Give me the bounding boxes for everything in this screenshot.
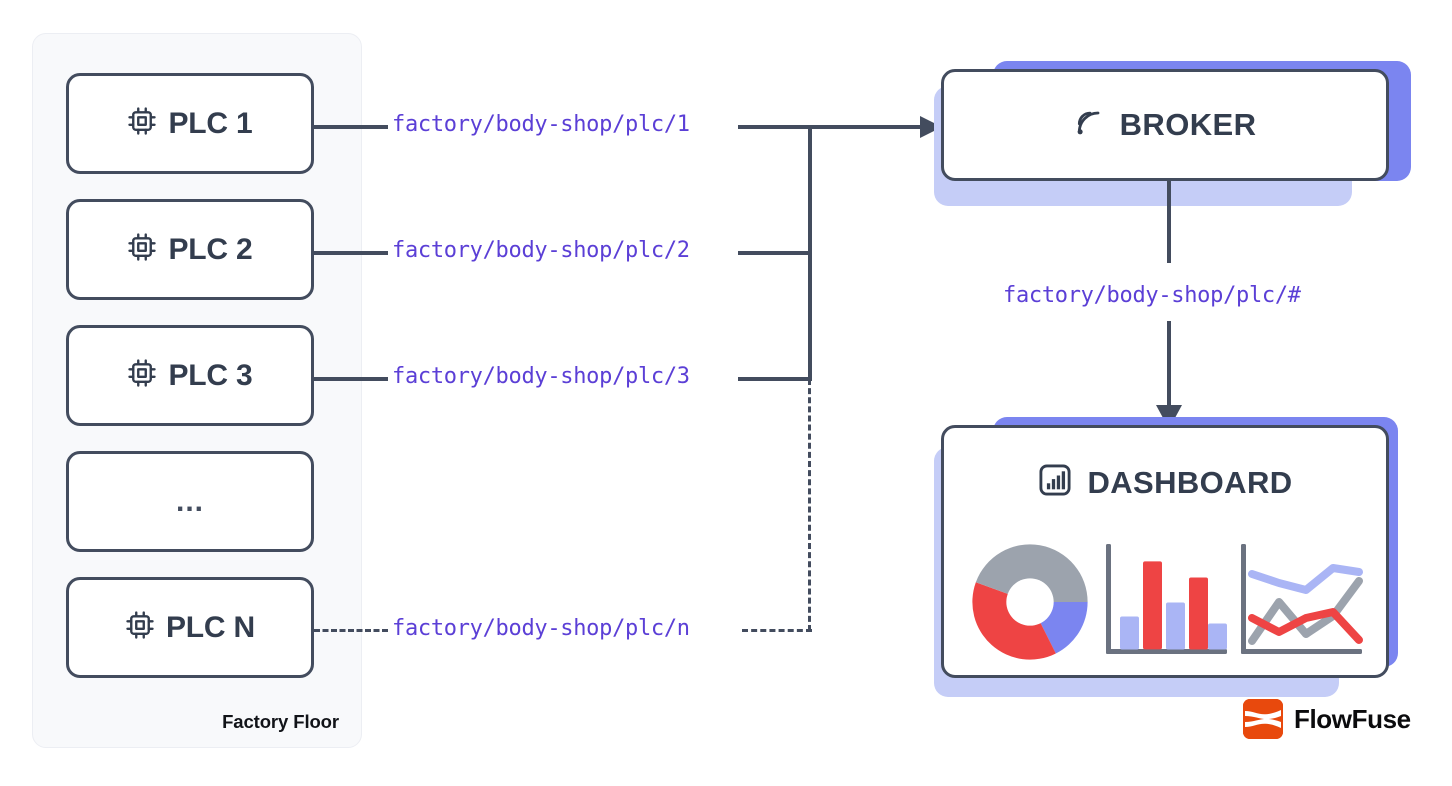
wire-plc2-left [314,251,388,255]
wire-plcn-left [314,629,388,632]
plc-card-ellipsis: ... [66,451,314,552]
wire-broker-to-topic [1167,181,1171,263]
plc-card-n[interactable]: PLC N [66,577,314,678]
wire-plc1-left [314,125,388,129]
dashboard-header: DASHBOARD [944,462,1386,503]
bar-chart-icon [1037,462,1073,503]
topic-label-subscribe: factory/body-shop/plc/# [1003,283,1301,308]
wire-plc3-left [314,377,388,381]
dashboard-card[interactable]: DASHBOARD [941,425,1389,678]
factory-floor-caption: Factory Floor [222,711,339,732]
mini-donut-chart [972,544,1088,660]
plc-card-label: ... [175,485,204,518]
wire-bus-dashed [808,379,811,631]
plc-card-3[interactable]: PLC 3 [66,325,314,426]
topic-label-plc1: factory/body-shop/plc/1 [392,112,690,137]
dashboard-charts [966,538,1364,666]
plc-card-label: PLC 3 [168,358,253,392]
topic-label-plcn: factory/body-shop/plc/n [392,616,690,641]
plc-card-label: PLC 1 [168,106,253,140]
topic-label-plc3: factory/body-shop/plc/3 [392,364,690,389]
plc-card-label: PLC N [165,610,255,644]
broker-node[interactable]: BROKER [934,61,1411,206]
wire-plc2-right [738,251,812,255]
wire-topic-to-dashboard [1167,321,1171,413]
plc-card-1[interactable]: PLC 1 [66,73,314,174]
plc-card-label: PLC 2 [168,232,253,266]
topic-label-plc2: factory/body-shop/plc/2 [392,238,690,263]
chip-icon [125,610,155,645]
wire-plc1-right [738,125,812,129]
broker-card[interactable]: BROKER [941,69,1389,181]
wire-plcn-right [742,629,812,632]
arrowhead-to-broker [920,116,942,138]
dashboard-node[interactable]: DASHBOARD [934,417,1405,697]
wire-bus-solid [808,125,812,381]
flowfuse-logo: FlowFuse [1243,699,1411,739]
flowfuse-wordmark: FlowFuse [1294,703,1411,734]
chip-icon [127,358,157,393]
mini-bar-chart [1106,544,1227,654]
broker-title: BROKER [1119,107,1257,142]
broadcast-signal-icon [1074,107,1106,144]
wire-bus-to-broker [808,125,926,129]
chip-icon [127,106,157,141]
dashboard-title: DASHBOARD [1087,464,1293,500]
wire-plc3-right [738,377,812,381]
flowfuse-mark-icon [1243,699,1283,739]
chip-icon [127,232,157,267]
factory-floor-panel: PLC 1 PLC 2 [32,33,362,748]
plc-card-2[interactable]: PLC 2 [66,199,314,300]
mini-line-chart [1241,544,1363,654]
